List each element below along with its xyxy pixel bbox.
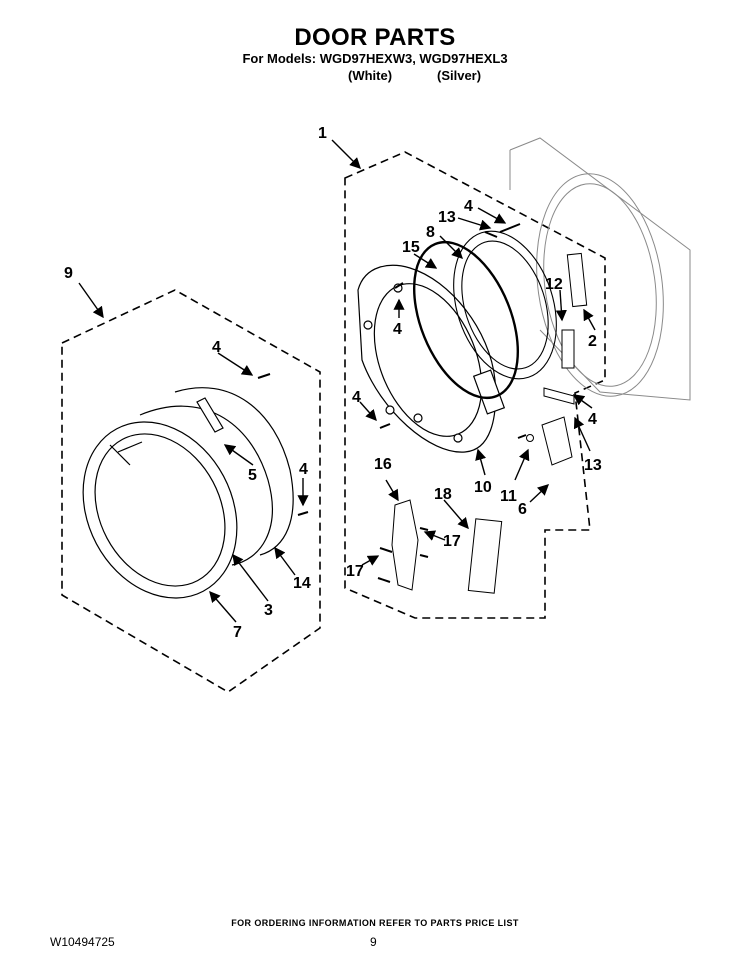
door-hinge (484, 223, 588, 405)
callout-16: 16 (374, 456, 392, 473)
models-line: For Models: WGD97HEXW3, WGD97HEXL3 (242, 51, 508, 66)
callout-4-frame: 4 (393, 321, 402, 338)
callout-4-right: 4 (588, 411, 597, 428)
callout-4-outer: 4 (212, 339, 221, 356)
callout-6: 6 (518, 501, 527, 518)
leader-lines (78, 139, 596, 623)
callout-17-right: 17 (443, 533, 461, 550)
door-outer-frame (357, 264, 506, 453)
outer-door-assembly (82, 387, 294, 599)
variant-silver: (Silver) (437, 68, 482, 83)
callout-13-bottom: 13 (584, 457, 602, 474)
door-lock-parts (377, 499, 503, 594)
callout-9: 9 (64, 265, 73, 282)
callout-5: 5 (248, 467, 257, 484)
callout-14: 14 (293, 575, 311, 592)
callout-11: 11 (500, 488, 517, 505)
front-panel-outline (509, 137, 691, 401)
callout-8: 8 (426, 224, 435, 241)
ordering-info: FOR ORDERING INFORMATION REFER TO PARTS … (231, 918, 519, 928)
screws-frame (379, 282, 527, 439)
callout-17-left: 17 (346, 563, 364, 580)
page-number: 9 (370, 935, 377, 949)
callout-4-top: 4 (464, 198, 473, 215)
callout-15: 15 (402, 239, 420, 256)
callout-13-top: 13 (438, 209, 456, 226)
callout-2: 2 (588, 333, 597, 350)
door-seal (412, 240, 520, 400)
document-number: W10494725 (50, 935, 115, 949)
callout-10: 10 (474, 479, 492, 496)
callout-3: 3 (264, 602, 273, 619)
callout-4-outer-lower: 4 (299, 461, 308, 478)
callout-1: 1 (318, 125, 327, 142)
assembly-1-boundary (344, 151, 606, 619)
callout-7: 7 (233, 624, 242, 641)
door-strike (526, 416, 573, 466)
screws-outer-door (257, 373, 309, 516)
callout-18: 18 (434, 486, 452, 503)
page-title: DOOR PARTS (294, 24, 456, 51)
door-glass (453, 230, 557, 380)
callout-4-left: 4 (352, 389, 361, 406)
variant-white: (White) (348, 68, 393, 83)
callout-12: 12 (545, 276, 563, 293)
assembly-9-boundary (61, 289, 321, 693)
callout-labels: 1 2 3 4 4 4 4 4 4 5 6 7 8 9 10 11 12 13 … (64, 125, 602, 641)
